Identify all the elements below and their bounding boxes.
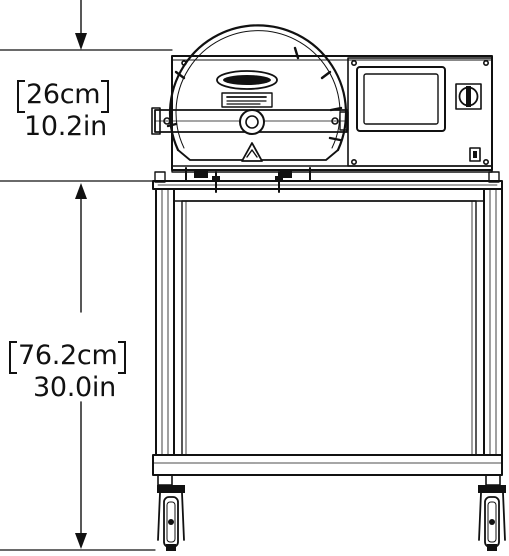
controller-housing	[172, 56, 492, 172]
bracket-right	[101, 80, 110, 113]
left-caster	[157, 485, 185, 551]
warning-triangle-icon	[242, 143, 262, 161]
bottom-dimension-metric: 76.2cm	[18, 340, 118, 371]
port-icon	[470, 148, 480, 161]
right-caster	[478, 485, 506, 551]
cart-frame	[153, 172, 502, 485]
bracket-left	[17, 80, 25, 113]
drum-assembly	[152, 25, 348, 160]
top-dimension-metric-wrap: 26cm	[17, 79, 110, 113]
bottom-dimension-label: 76.2cm 30.0in	[7, 340, 127, 404]
rotary-switch-icon	[456, 84, 481, 109]
dimension-lines	[0, 0, 172, 550]
top-dimension-metric: 26cm	[26, 79, 101, 110]
touch-screen	[357, 67, 445, 131]
top-dimension-imperial: 10.2in	[24, 111, 107, 142]
bottom-dimension-metric-wrap: 76.2cm	[9, 340, 127, 374]
bottom-dimension-imperial: 30.0in	[33, 372, 116, 403]
top-dimension-label: 26cm 10.2in	[14, 79, 110, 143]
bracket-right	[118, 341, 127, 374]
bracket-left	[9, 341, 17, 374]
